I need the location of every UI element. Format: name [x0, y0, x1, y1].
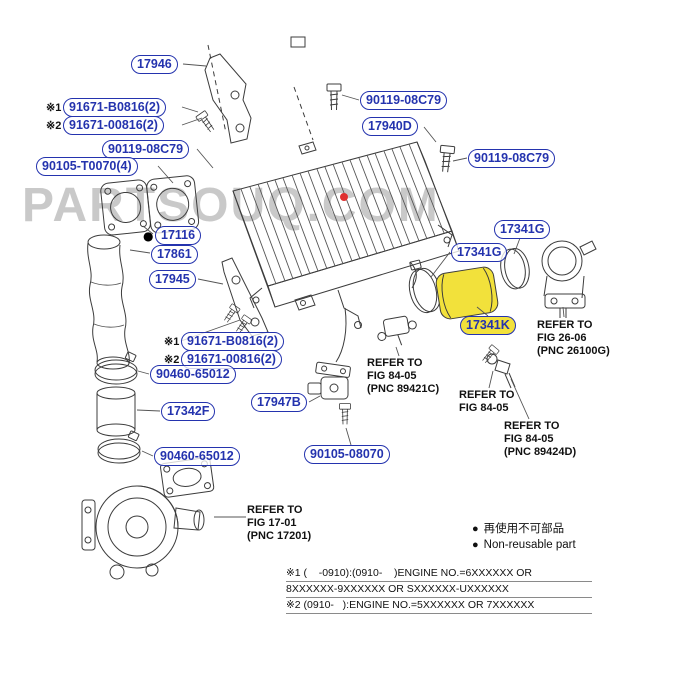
part-label-17947b[interactable]: 17947B: [251, 393, 307, 412]
footnote-ref-1: ※1: [46, 102, 62, 114]
sensor-17947b-drawing: [307, 361, 351, 400]
footnote-ref-2: ※2: [46, 120, 62, 132]
part-label-17945[interactable]: 17945: [149, 270, 196, 289]
part-label-90105-t0070[interactable]: 90105-T0070(4): [36, 157, 138, 176]
valve-26100g-drawing: [541, 240, 597, 318]
part-label-17341g-2[interactable]: 17341G: [451, 243, 508, 262]
part-label-90460-65012-bottom[interactable]: 90460-65012: [154, 447, 240, 466]
part-label-17341k-highlighted[interactable]: 17341K: [460, 316, 516, 335]
non-reusable-dot-icon: ●: [472, 539, 479, 551]
part-label-91671-b0816-top[interactable]: 91671-B0816(2): [63, 98, 167, 117]
part-label-17341g-1[interactable]: 17341G: [494, 220, 551, 239]
clamp-hose-stack-drawing: [94, 351, 141, 464]
legend-en: ●Non-reusable part: [472, 539, 576, 551]
footnote-ref-1: ※1: [164, 336, 180, 348]
dashed-leader-lines: [207, 44, 314, 141]
legend-jp: ●再使用不可部品: [472, 523, 565, 535]
right-hose-assembly-drawing: [408, 247, 530, 320]
part-label-91671-00816-top[interactable]: 91671-00816(2): [63, 116, 164, 135]
part-label-90105-08070[interactable]: 90105-08070: [304, 445, 390, 464]
part-label-17940d[interactable]: 17940D: [362, 117, 418, 136]
air-tube-drawing: [87, 234, 130, 370]
part-label-17861[interactable]: 17861: [151, 245, 198, 264]
non-reusable-dot-icon: ●: [472, 523, 479, 535]
part-label-17342f[interactable]: 17342F: [161, 402, 216, 421]
top-small-tab: [290, 36, 306, 48]
red-dot-marker: [340, 193, 348, 201]
bracket-17946-drawing: [204, 53, 252, 144]
sensor-89424d-drawing: [486, 353, 516, 389]
part-label-90460-65012-top[interactable]: 90460-65012: [150, 365, 236, 384]
part-label-17946[interactable]: 17946: [131, 55, 178, 74]
hose-17341k-highlighted: [435, 266, 499, 320]
clamp-17341g-right: [500, 247, 530, 290]
intercooler-drawing: [232, 141, 460, 363]
turbocharger-drawing: [81, 457, 215, 580]
footnote-ref-2: ※2: [164, 354, 180, 366]
refer-note-fig26-06: REFER TO FIG 26-06 (PNC 26100G): [537, 319, 610, 357]
part-label-91671-b0816-mid[interactable]: 91671-B0816(2): [181, 332, 285, 351]
non-reusable-dot-icon: ●: [143, 229, 154, 243]
part-label-90119-08c79-right[interactable]: 90119-08C79: [468, 149, 556, 168]
part-label-90119-08c79-left[interactable]: 90119-08C79: [102, 140, 190, 159]
refer-note-fig84-05-c: REFER TO FIG 84-05 (PNC 89424D): [504, 420, 577, 458]
part-label-17116[interactable]: 17116: [155, 226, 202, 245]
refer-note-fig84-05-b: REFER TO FIG 84-05: [459, 389, 515, 414]
sensor-89421c-drawing: [377, 315, 417, 346]
refer-note-fig84-05-a: REFER TO FIG 84-05 (PNC 89421C): [367, 357, 440, 395]
refer-note-fig17-01: REFER TO FIG 17-01 (PNC 17201): [247, 504, 312, 542]
footnotes: ※1 ( -0910):(0910- )ENGINE NO.=6XXXXXX O…: [286, 566, 592, 614]
footnote-line-1: ※1 ( -0910):(0910- )ENGINE NO.=6XXXXXX O…: [286, 566, 592, 582]
watermark: PARTSOUQ.COM: [22, 179, 440, 232]
footnote-line-3: ※2 (0910- ):ENGINE NO.=5XXXXXX OR 7XXXXX…: [286, 598, 592, 614]
leader-lines: [129, 63, 565, 518]
part-label-90119-08c79-top[interactable]: 90119-08C79: [360, 91, 448, 110]
footnote-line-2: 8XXXXXX-9XXXXXX OR SXXXXXX-UXXXXXX: [286, 582, 592, 598]
